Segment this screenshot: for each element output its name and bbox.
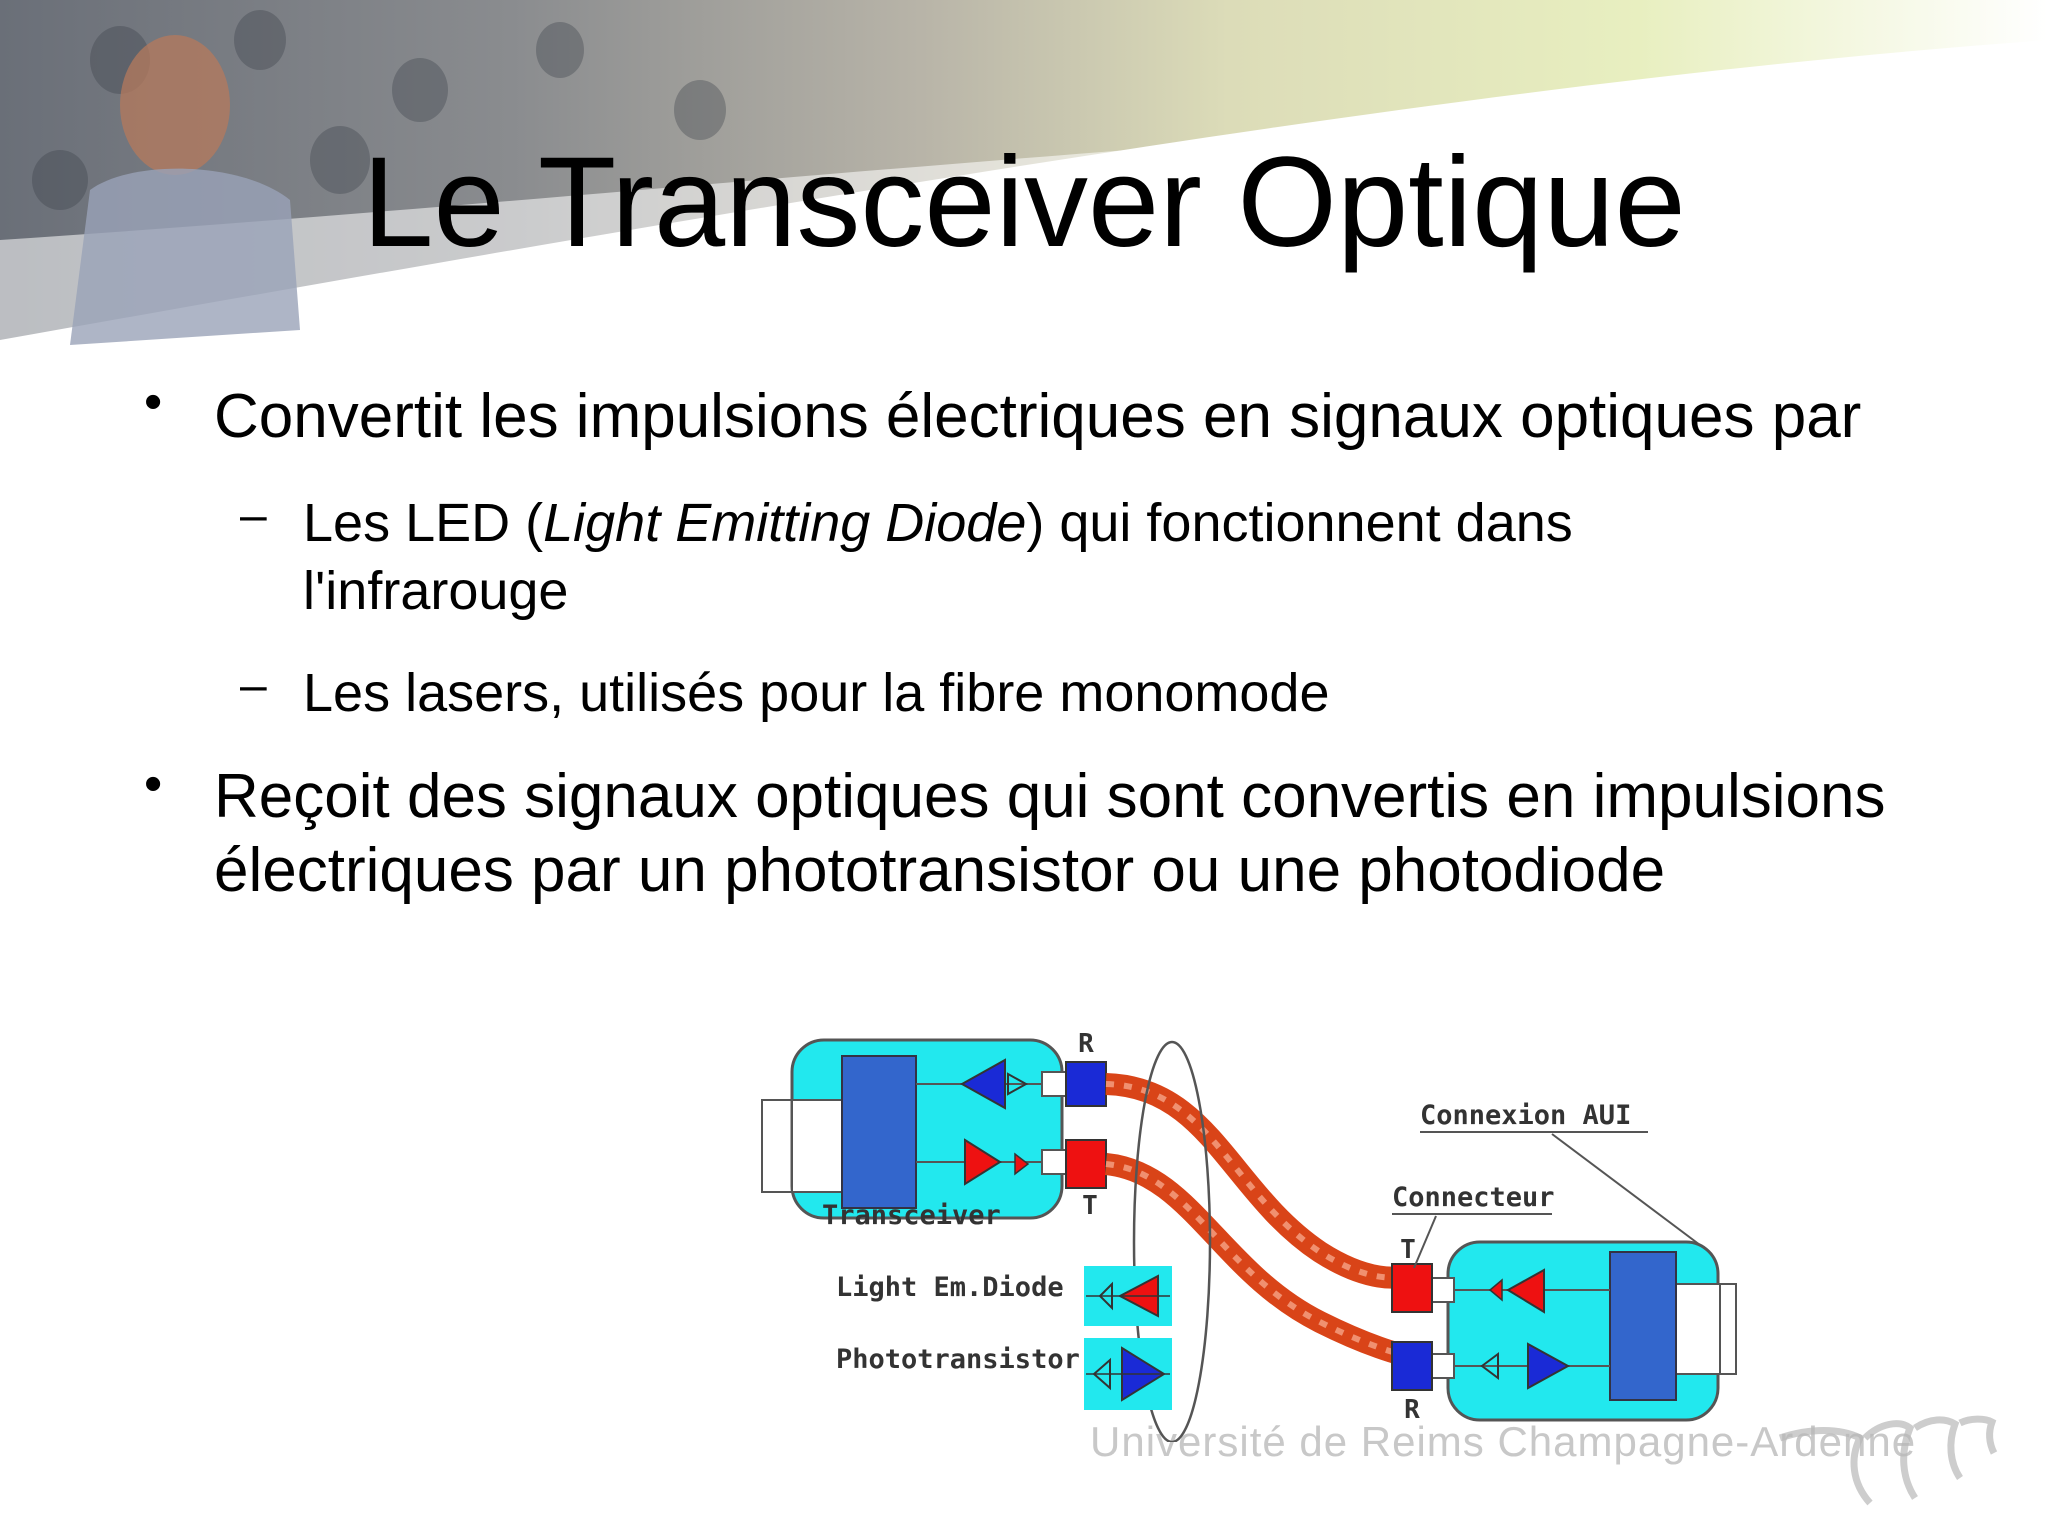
sub-bullet-led-prefix: Les LED ( — [303, 493, 544, 553]
university-name: Université de Reims Champagne-Ardenne — [1090, 1418, 1917, 1465]
university-logo-icon — [1778, 1415, 1998, 1506]
dash-marker: – — [240, 489, 267, 542]
label-connecteur: Connecteur — [1392, 1182, 1555, 1213]
sub-bullet-led: Les LED (Light Emitting Diode) qui fonct… — [303, 490, 1923, 556]
sub-bullet-led-line2: l'infrarouge — [303, 561, 569, 621]
label-r-right: R — [1404, 1395, 1420, 1425]
connector-r-right — [1391, 1341, 1433, 1391]
label-led: Light Em.Diode — [836, 1272, 1064, 1303]
bullet-marker: • — [144, 755, 163, 813]
transceiver-diagram: R T T R Connexion AUI Connecteur Transce… — [761, 1029, 1737, 1442]
label-t-right: T — [1400, 1235, 1416, 1265]
sub-bullet-laser: Les lasers, utilisés pour la fibre monom… — [303, 663, 1330, 723]
cable-sheath — [1132, 1040, 1212, 1442]
label-t-top: T — [1082, 1191, 1098, 1221]
sub-bullet-led-suffix: ) qui fonctionnent dans — [1026, 493, 1573, 553]
connector-t-right — [1391, 1263, 1433, 1313]
label-aui: Connexion AUI — [1420, 1100, 1631, 1131]
bullet-2-line2: électriques par un phototransistor ou un… — [214, 836, 1666, 905]
port-r-left — [1041, 1071, 1069, 1097]
connector-r-left — [1065, 1061, 1107, 1107]
header-banner — [0, 0, 2048, 345]
dash-marker: – — [240, 659, 267, 712]
slide-title: Le Transceiver Optique — [362, 131, 1686, 274]
connector-t-left — [1065, 1139, 1107, 1189]
label-r-top: R — [1078, 1029, 1094, 1059]
bullet-1-text: Convertit les impulsions électriques en … — [214, 382, 1862, 451]
bullet-2-line1: Reçoit des signaux optiques qui sont con… — [214, 762, 1886, 831]
port-t-left — [1041, 1149, 1069, 1175]
label-phototransistor: Phototransistor — [836, 1344, 1080, 1375]
sub-bullet-led-italic: Light Emitting Diode — [543, 493, 1027, 553]
label-transceiver: Transceiver — [822, 1200, 1001, 1231]
bullet-marker: • — [144, 373, 163, 431]
right-transceiver — [1446, 1240, 1737, 1422]
left-transceiver — [761, 1038, 1064, 1220]
